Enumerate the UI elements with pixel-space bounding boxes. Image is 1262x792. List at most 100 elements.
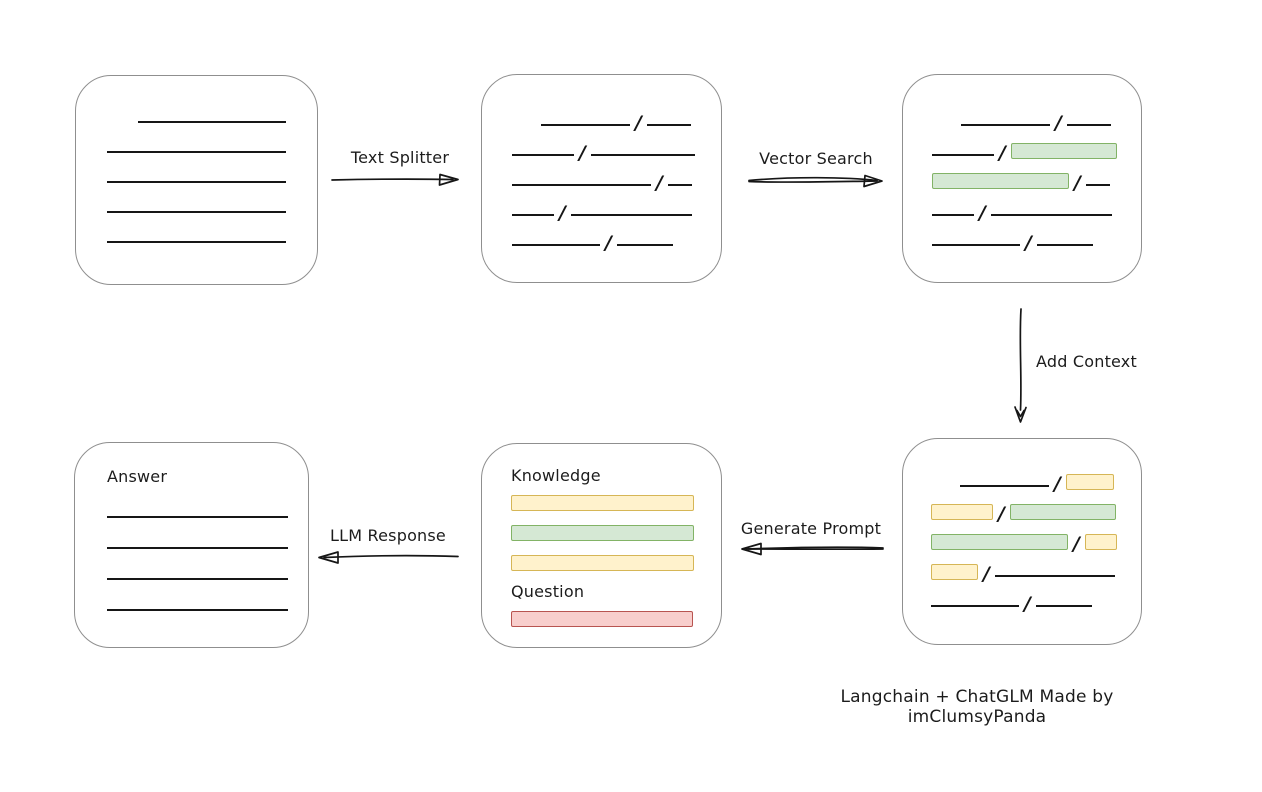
box-row: /	[512, 219, 721, 254]
box-context-chunks: /////	[902, 438, 1142, 645]
box-row	[107, 186, 317, 216]
slash-separator: /	[605, 232, 612, 254]
box-row: /	[931, 490, 1141, 525]
box-row	[511, 548, 721, 578]
box-row: /	[932, 129, 1141, 164]
arrow-label-vector-search: Vector Search	[759, 149, 873, 168]
slash-separator: /	[979, 202, 986, 224]
text-line	[931, 605, 1019, 607]
slash-separator: /	[1074, 172, 1081, 194]
text-line	[932, 244, 1020, 246]
text-line	[932, 154, 994, 156]
arrow-label-text-splitter: Text Splitter	[350, 148, 450, 167]
text-line	[1085, 184, 1110, 186]
slash-separator: /	[559, 202, 566, 224]
box-label: Question	[511, 581, 585, 601]
text-line	[590, 154, 695, 156]
llm-response-arrow	[318, 551, 459, 564]
box-source-document	[75, 75, 318, 285]
box-row	[107, 96, 317, 126]
text-line	[994, 575, 1115, 577]
text-line	[646, 124, 691, 126]
caption: Langchain + ChatGLM Made by imClumsyPand…	[840, 687, 1114, 727]
text-line	[512, 184, 651, 186]
text-line	[512, 244, 600, 246]
text-line	[107, 211, 286, 213]
box-row	[511, 604, 721, 634]
text-line	[107, 151, 286, 153]
chunk-highlight-green	[1010, 143, 1117, 159]
text-line	[932, 214, 974, 216]
text-line	[961, 124, 1050, 126]
box-row	[107, 551, 308, 582]
chunk-highlight-green	[932, 173, 1069, 189]
text-line	[541, 124, 630, 126]
slash-separator: /	[1024, 593, 1031, 615]
chunk-highlight-green	[931, 534, 1068, 550]
box-split-chunks: /////	[481, 74, 722, 283]
chunk-highlight-yellow	[1084, 534, 1117, 550]
chunk-highlight-yellow	[511, 555, 694, 571]
box-row	[107, 520, 308, 551]
arrow-label-add-context: Add Context	[1036, 352, 1137, 371]
box-label: Answer	[107, 466, 168, 486]
box-row: /	[512, 99, 721, 134]
text-line	[990, 214, 1112, 216]
box-row: /	[932, 219, 1141, 254]
slash-separator: /	[998, 503, 1005, 525]
box-row: /	[931, 520, 1141, 555]
text-line	[107, 516, 288, 518]
box-row: Question	[511, 578, 721, 604]
text-line	[107, 609, 288, 611]
vector-search-arrow	[748, 174, 883, 188]
text-line	[138, 121, 286, 123]
slash-separator: /	[635, 112, 642, 134]
chunk-highlight-yellow	[511, 495, 694, 511]
chunk-highlight-yellow	[1065, 474, 1114, 490]
slash-separator: /	[1073, 533, 1080, 555]
generate-prompt-arrow	[741, 542, 884, 556]
box-row	[107, 582, 308, 613]
box-vector-matched-chunks: / / / / /	[902, 74, 1142, 283]
chunk-highlight-yellow	[931, 504, 993, 520]
chunk-highlight-red	[511, 611, 693, 627]
text-line	[570, 214, 692, 216]
slash-separator: /	[656, 172, 663, 194]
text-line	[1036, 244, 1093, 246]
text-line	[107, 547, 288, 549]
text-line	[512, 154, 574, 156]
text-line	[616, 244, 673, 246]
slash-separator: /	[999, 142, 1006, 164]
slash-separator: /	[1055, 112, 1062, 134]
add-context-arrow	[1014, 308, 1027, 423]
box-row: /	[512, 159, 721, 194]
box-row	[107, 156, 317, 186]
text-line	[667, 184, 692, 186]
text-line	[512, 214, 554, 216]
text-line	[960, 485, 1049, 487]
box-row: /	[931, 550, 1141, 585]
box-row	[511, 518, 721, 548]
text-line	[1035, 605, 1092, 607]
box-row: /	[932, 189, 1141, 224]
text-line	[107, 181, 286, 183]
box-row: Knowledge	[511, 462, 721, 488]
box-row	[107, 216, 317, 246]
box-row: /	[512, 189, 721, 224]
text-line	[1066, 124, 1111, 126]
chunk-highlight-green	[1009, 504, 1116, 520]
text-line	[107, 578, 288, 580]
slash-separator: /	[1025, 232, 1032, 254]
arrow-label-generate-prompt: Generate Prompt	[740, 519, 882, 538]
box-row	[511, 488, 721, 518]
box-row: /	[931, 580, 1141, 615]
chunk-highlight-yellow	[931, 564, 978, 580]
box-row: /	[932, 159, 1141, 194]
box-row: Answer	[107, 463, 308, 489]
text-splitter-arrow	[331, 173, 459, 186]
box-answer: Answer	[74, 442, 309, 648]
text-line	[107, 241, 286, 243]
slash-separator: /	[983, 563, 990, 585]
